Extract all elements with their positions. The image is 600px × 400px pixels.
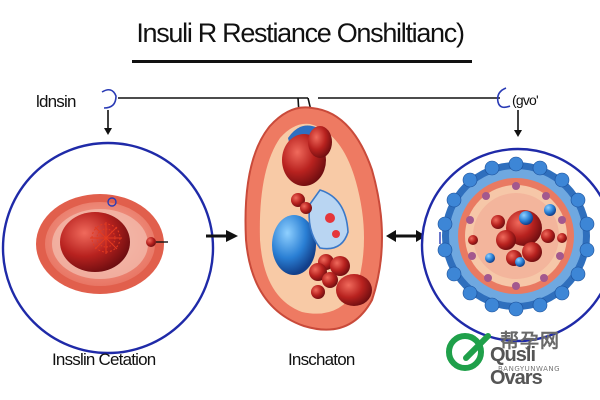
watermark: 帮孕网 Qusli Ovars BANGYUNWANG	[446, 328, 586, 389]
diagram-title: Insuli R Restiance Onshiltianc)	[136, 18, 465, 48]
watermark-cjk-text: 帮孕网	[500, 330, 561, 352]
label-top-right: (gvo'	[512, 92, 539, 108]
right-cell	[420, 147, 600, 343]
center-organ	[244, 106, 383, 331]
membrane-beads	[437, 156, 595, 317]
arrow-bidirectional	[386, 230, 426, 242]
arrow-left-to-center	[206, 230, 238, 242]
watermark-logo	[446, 333, 491, 371]
label-bottom-left: Insslin Cetation	[52, 350, 156, 369]
label-bottom-center: Inschaton	[288, 350, 355, 369]
left-cell	[1, 141, 215, 355]
receptor-burst	[90, 222, 122, 254]
connector-marker-left	[101, 88, 117, 109]
title-underline	[132, 60, 472, 63]
inner-granules	[466, 182, 566, 290]
watermark-subtext: BANGYUNWANG	[498, 365, 561, 373]
connector-marker-right	[496, 87, 511, 109]
label-top-left: ldnsin	[36, 92, 76, 111]
watermark-text: Qusli Ovars	[490, 344, 543, 389]
arrowheads	[104, 128, 522, 137]
